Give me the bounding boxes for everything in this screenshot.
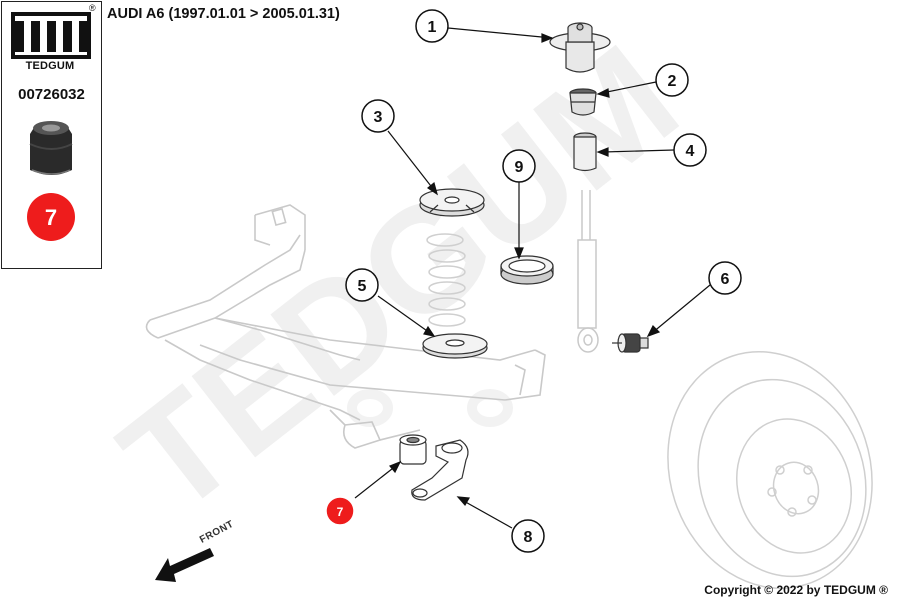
bushing-product-image bbox=[29, 121, 73, 175]
callout-9[interactable]: 9 bbox=[502, 149, 536, 183]
svg-text:7: 7 bbox=[337, 505, 344, 519]
bump-stop-part[interactable] bbox=[569, 88, 597, 116]
dust-boot-part[interactable] bbox=[573, 132, 597, 172]
leader-line-6 bbox=[651, 284, 711, 334]
lower-spring-seat-part[interactable] bbox=[422, 333, 488, 359]
page-title: AUDI A6 (1997.01.01 > 2005.01.31) bbox=[107, 6, 340, 22]
leader-line-4 bbox=[602, 149, 675, 153]
svg-text:8: 8 bbox=[524, 529, 533, 546]
tedgum-logo bbox=[11, 12, 91, 59]
leader-line-5 bbox=[377, 295, 431, 334]
trailing-link-part[interactable] bbox=[411, 439, 469, 501]
svg-text:1: 1 bbox=[428, 19, 437, 36]
brand-name: TEDGUM bbox=[25, 60, 75, 72]
wheel-drawing bbox=[667, 351, 873, 589]
callout-6[interactable]: 6 bbox=[708, 261, 742, 295]
svg-text:5: 5 bbox=[358, 278, 367, 295]
copyright-notice: Copyright © 2022 by TEDGUM ® bbox=[704, 583, 888, 597]
callout-5[interactable]: 5 bbox=[345, 268, 379, 302]
highlight-callout-badge: 7 bbox=[27, 193, 75, 241]
svg-text:3: 3 bbox=[374, 109, 383, 126]
svg-text:TEDGUM: TEDGUM bbox=[91, 13, 707, 546]
leader-line-8 bbox=[461, 499, 513, 529]
subframe-drawing bbox=[145, 204, 546, 449]
callout-3[interactable]: 3 bbox=[361, 99, 395, 133]
leader-line-2 bbox=[601, 81, 657, 94]
leader-line-1 bbox=[447, 27, 553, 39]
upper-spring-seat-part[interactable] bbox=[419, 188, 485, 217]
svg-text:9: 9 bbox=[515, 159, 524, 176]
shock-absorber-drawing bbox=[577, 190, 599, 353]
callout-7-highlight[interactable]: 7 bbox=[325, 496, 355, 526]
top-mount-part[interactable] bbox=[549, 22, 611, 73]
svg-text:2: 2 bbox=[668, 73, 677, 90]
bearing-part[interactable] bbox=[500, 255, 554, 285]
svg-text:4: 4 bbox=[686, 143, 695, 160]
leader-line-7 bbox=[354, 464, 398, 499]
callout-1[interactable]: 1 bbox=[415, 9, 449, 43]
leader-lines bbox=[354, 27, 711, 529]
svg-text:7: 7 bbox=[45, 205, 57, 230]
leader-line-3 bbox=[387, 130, 435, 191]
callout-4[interactable]: 4 bbox=[673, 133, 707, 167]
svg-text:6: 6 bbox=[721, 271, 730, 288]
callout-8[interactable]: 8 bbox=[511, 519, 545, 553]
callout-2[interactable]: 2 bbox=[655, 63, 689, 97]
part-info-box: ® TEDGUM 00726032 7 bbox=[1, 1, 102, 269]
watermark: TEDGUM bbox=[91, 13, 707, 546]
arm-bushing-part[interactable] bbox=[399, 434, 427, 465]
coil-spring-drawing bbox=[426, 233, 466, 327]
part-number: 00726032 bbox=[18, 86, 85, 103]
shock-bushing-part[interactable] bbox=[612, 333, 649, 353]
front-arrow-icon bbox=[155, 548, 214, 582]
registered-mark-icon: ® bbox=[89, 3, 96, 13]
